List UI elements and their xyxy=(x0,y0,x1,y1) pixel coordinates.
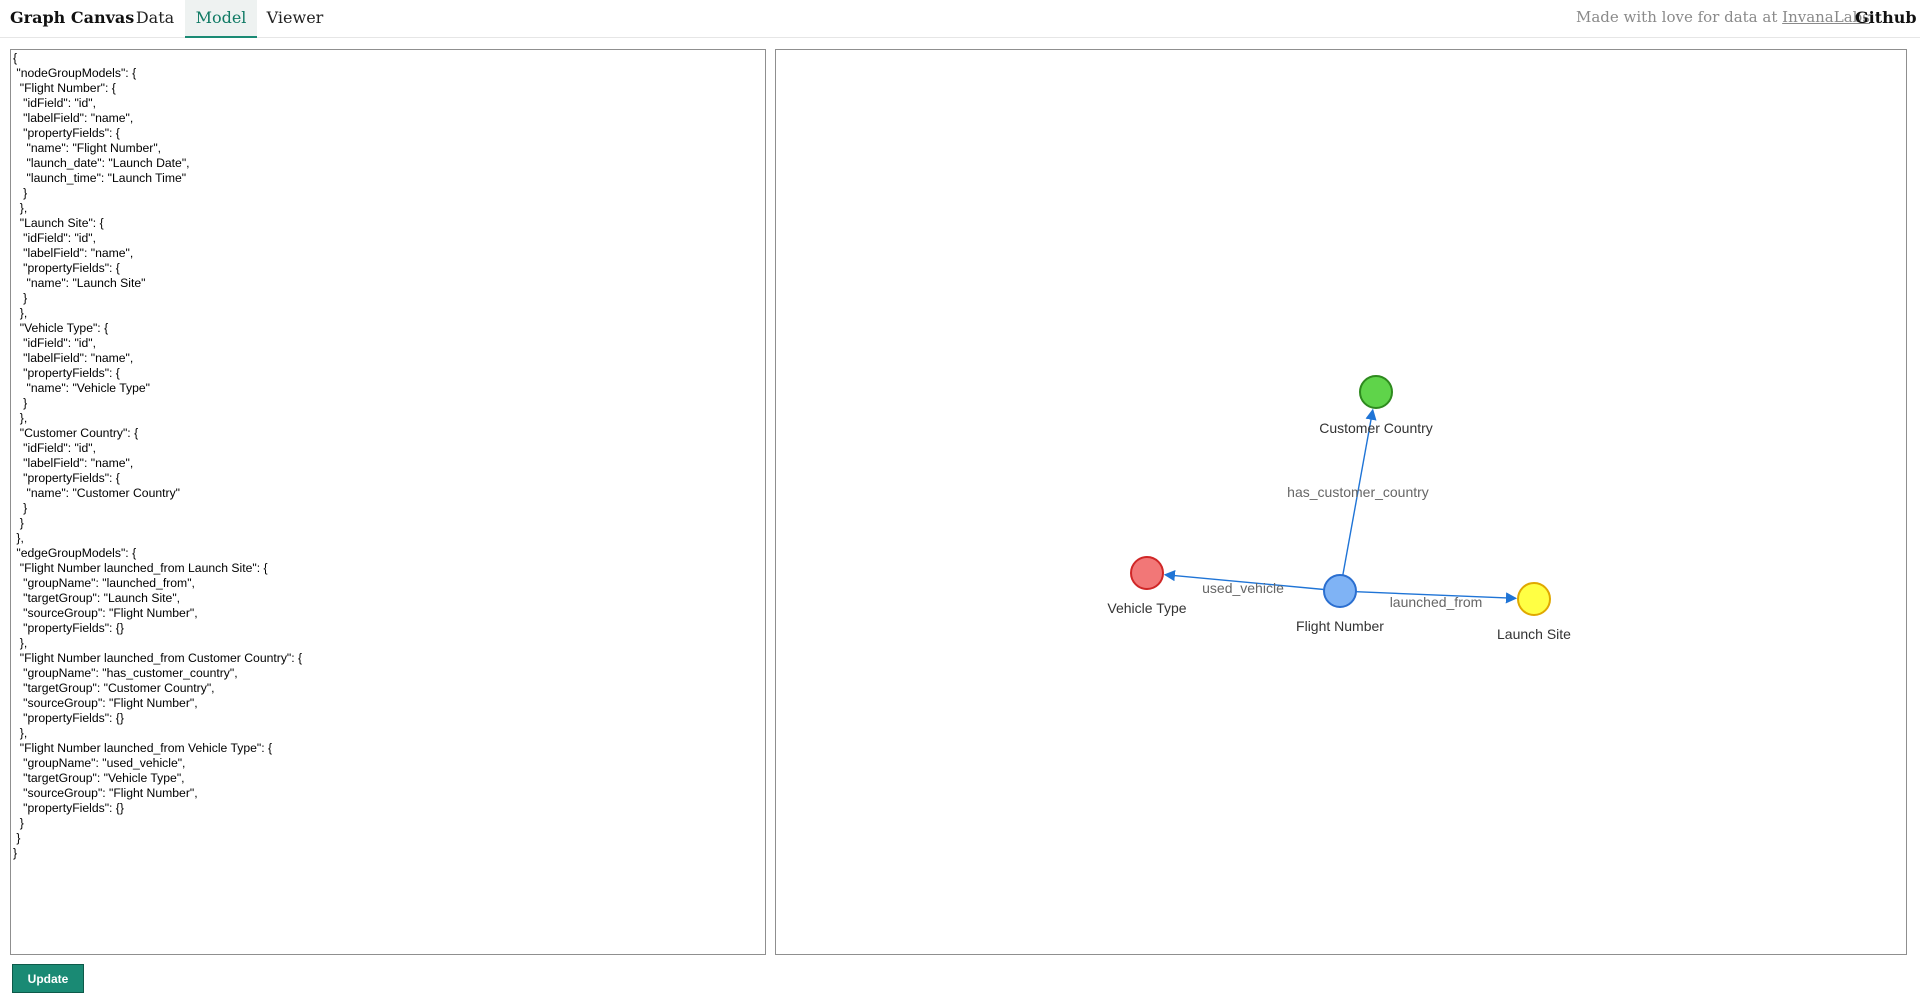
graph-edges xyxy=(1163,408,1518,604)
brand-title[interactable]: Graph Canvas xyxy=(10,8,135,27)
tab-data[interactable]: Data xyxy=(135,8,175,27)
graph-node-labels: Flight Number Customer Country Vehicle T… xyxy=(1107,420,1571,642)
node-label-flight-number: Flight Number xyxy=(1296,618,1384,634)
node-label-vehicle-type: Vehicle Type xyxy=(1107,600,1186,616)
edge-label-launched-from: launched_from xyxy=(1390,594,1483,610)
node-customer-country[interactable] xyxy=(1359,375,1393,409)
edge-used-vehicle[interactable] xyxy=(1163,570,1325,591)
tab-model[interactable]: Model xyxy=(185,0,257,38)
tab-viewer[interactable]: Viewer xyxy=(266,8,324,27)
edge-has-customer-country[interactable] xyxy=(1342,408,1377,576)
edge-label-used-vehicle: used_vehicle xyxy=(1202,580,1284,596)
node-label-launch-site: Launch Site xyxy=(1497,626,1571,642)
edge-launched-from[interactable] xyxy=(1355,591,1518,604)
model-json-editor[interactable]: { "nodeGroupModels": { "Flight Number": … xyxy=(10,49,766,955)
graph-nodes xyxy=(1130,375,1551,616)
graph-canvas[interactable]: has_customer_country used_vehicle launch… xyxy=(775,49,1907,955)
node-launch-site[interactable] xyxy=(1517,582,1551,616)
node-vehicle-type[interactable] xyxy=(1130,556,1164,590)
tagline: Made with love for data at InvanaLabs xyxy=(1576,8,1870,26)
tagline-text: Made with love for data at xyxy=(1576,8,1783,26)
update-button[interactable]: Update xyxy=(12,964,84,993)
github-link[interactable]: Github xyxy=(1855,8,1917,27)
node-flight-number[interactable] xyxy=(1323,574,1357,608)
node-label-customer-country: Customer Country xyxy=(1319,420,1433,436)
graph-edge-labels: has_customer_country used_vehicle launch… xyxy=(1202,484,1482,610)
graph-svg[interactable]: has_customer_country used_vehicle launch… xyxy=(776,50,1906,954)
edge-label-has-customer-country: has_customer_country xyxy=(1287,484,1429,500)
top-nav: Graph Canvas Data Model Viewer Made with… xyxy=(0,0,1920,38)
invanalabs-link[interactable]: InvanaLabs xyxy=(1782,8,1870,26)
